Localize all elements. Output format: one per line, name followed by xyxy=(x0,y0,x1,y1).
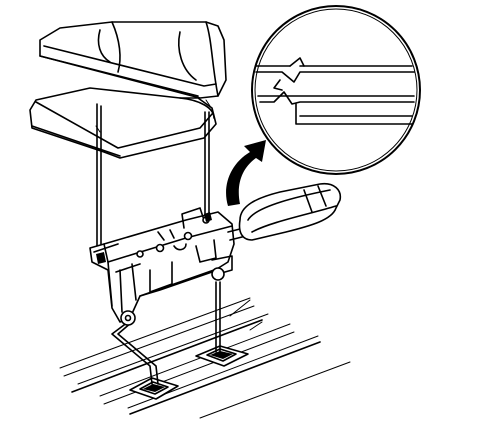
release-handle xyxy=(227,182,342,241)
direction-arrow xyxy=(226,140,266,206)
floor-anchor-rear xyxy=(129,377,179,400)
floor-anchor-front xyxy=(195,345,249,367)
alignment-guides xyxy=(96,103,221,385)
seat-cushion xyxy=(29,87,217,159)
seat-riser-frame xyxy=(89,207,235,326)
detail-magnifier xyxy=(251,5,421,175)
seat-back xyxy=(39,21,227,99)
